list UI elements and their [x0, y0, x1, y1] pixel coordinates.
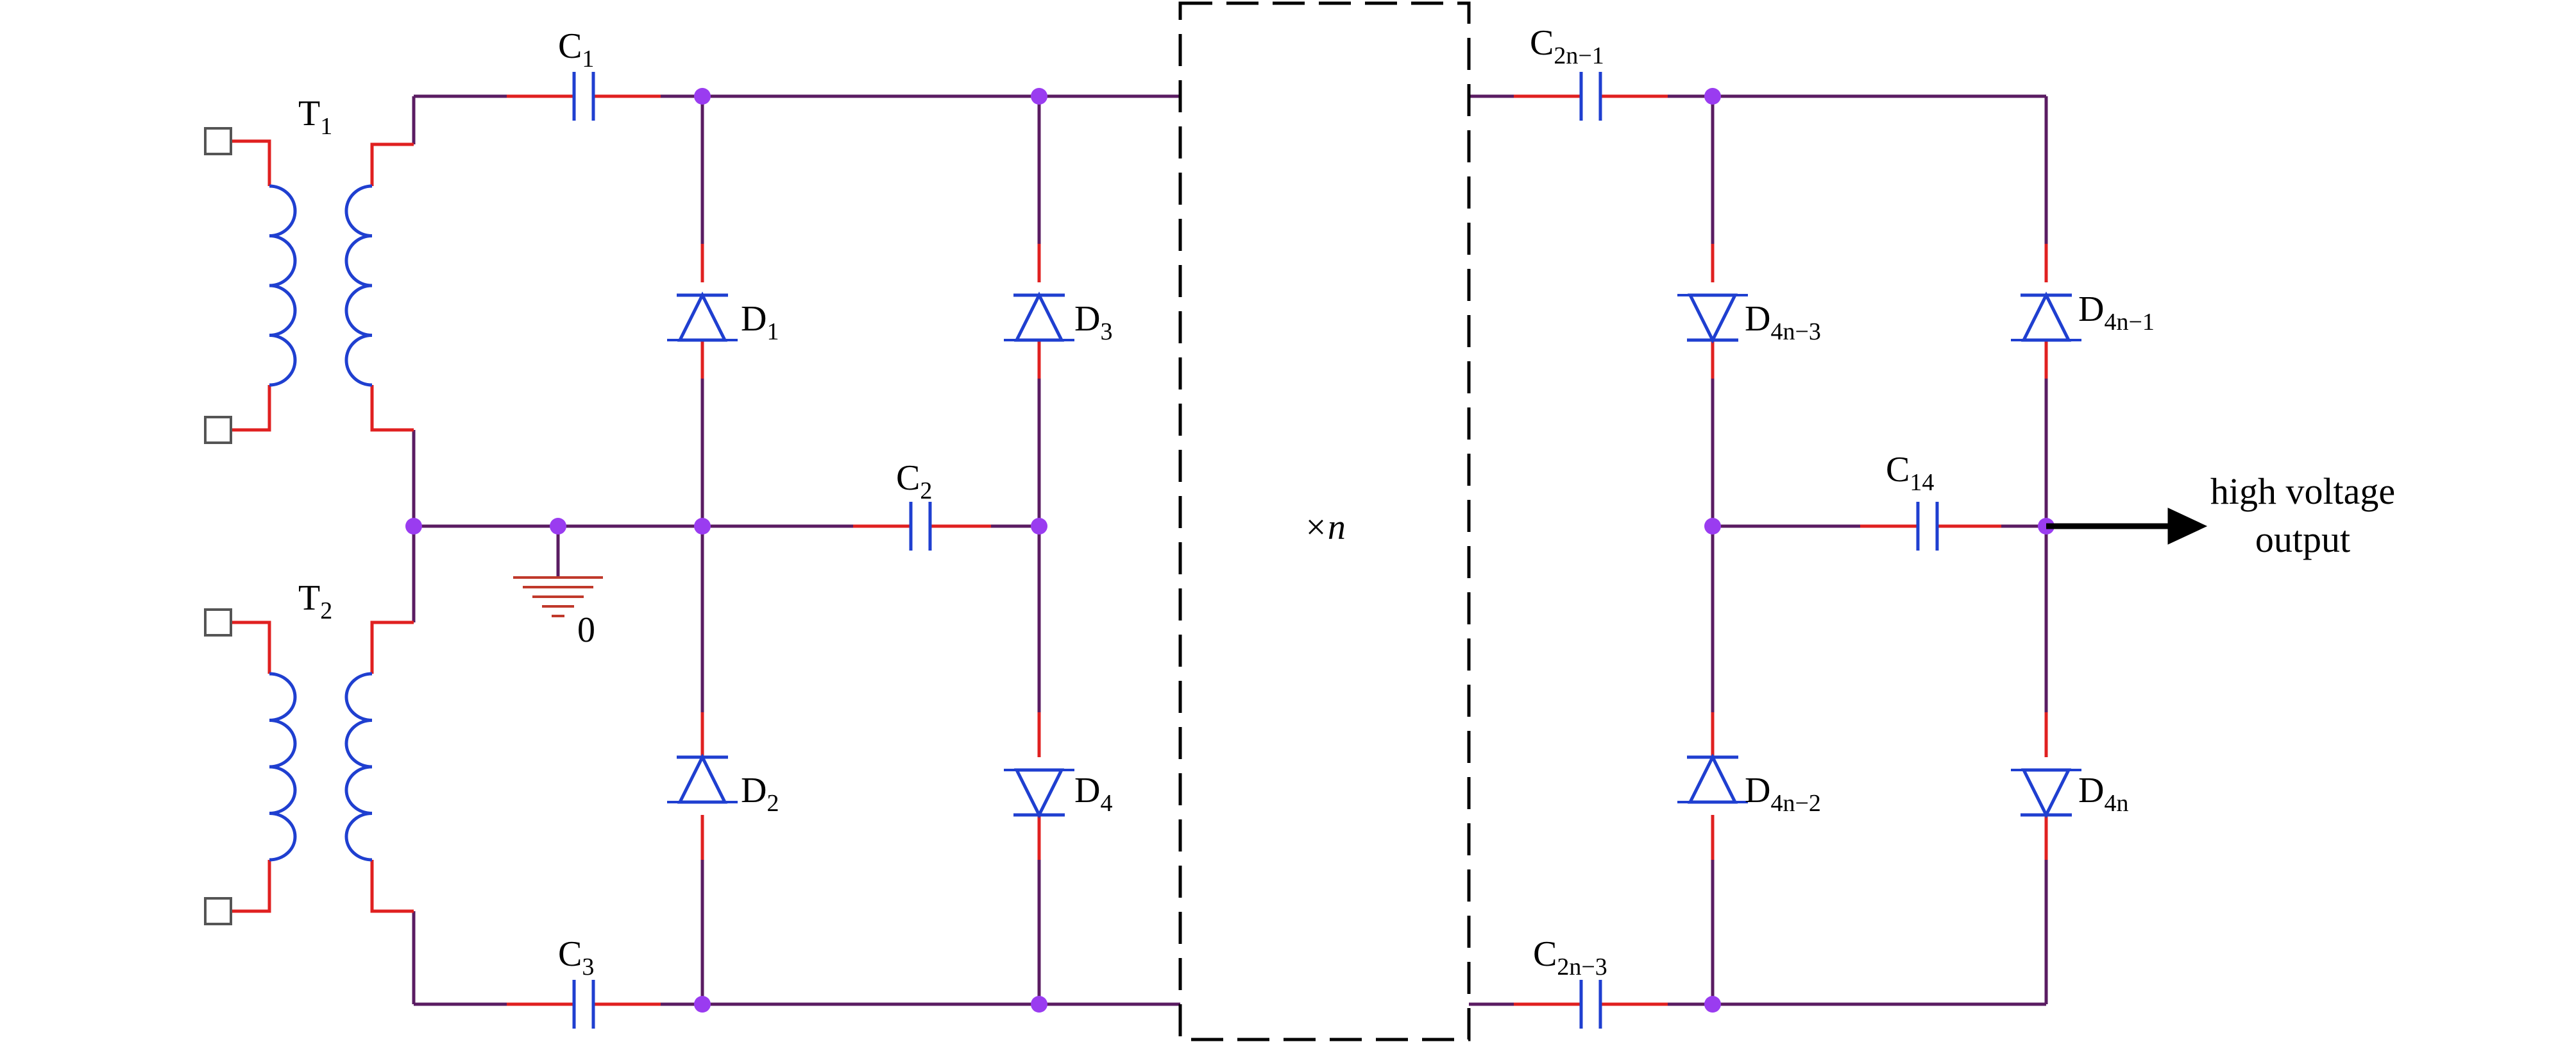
capacitor-icon — [1916, 502, 1939, 551]
junction-node — [1704, 996, 1721, 1013]
lead — [370, 860, 414, 913]
repeat-block-frame — [1178, 1, 1471, 1041]
capacitor-c14-label: C14 — [1886, 450, 1934, 496]
capacitor-icon — [909, 502, 932, 551]
lead — [231, 620, 271, 674]
junction-node — [694, 88, 711, 105]
diode-icon — [667, 753, 738, 804]
diode-icon — [1004, 768, 1074, 819]
diode-d4n-label: D4n — [2078, 771, 2128, 817]
wire-network — [412, 94, 2048, 1006]
component-leads — [231, 94, 2048, 1006]
junction-node — [1031, 88, 1047, 105]
capacitor-c2n-1-label: C2n−1 — [1530, 23, 1604, 69]
junction-node — [694, 996, 711, 1013]
terminal-square-icon — [204, 127, 232, 155]
terminal-square-icon — [204, 897, 232, 925]
lead — [370, 142, 414, 186]
output-label-line2: output — [2255, 518, 2350, 560]
junction-node — [550, 518, 566, 535]
lead — [231, 860, 271, 913]
repeat-block-label: ×n — [1303, 508, 1346, 547]
junction-node — [1704, 518, 1721, 535]
transformer-t2-label: T2 — [298, 578, 332, 624]
diode-d3-label: D3 — [1074, 299, 1112, 345]
transformer-t1-label: T1 — [298, 94, 332, 140]
lead — [231, 385, 271, 432]
junction-node — [1031, 518, 1047, 535]
diode-icon — [1677, 293, 1748, 344]
diode-icon — [2011, 768, 2081, 819]
terminals — [204, 127, 232, 925]
capacitor-icon — [1579, 72, 1602, 121]
ground-label: 0 — [577, 610, 595, 650]
terminal-square-icon — [204, 416, 232, 444]
capacitor-c3-label: C3 — [558, 934, 594, 980]
diode-d2-label: D2 — [741, 771, 779, 817]
transformer-coil-icon — [269, 672, 297, 862]
junction-node — [1031, 996, 1047, 1013]
diode-d4n-3-label: D4n−3 — [1745, 299, 1821, 345]
capacitor-c1-label: C1 — [558, 26, 594, 73]
transformer-coil-icon — [344, 184, 373, 387]
junction-node — [1704, 88, 1721, 105]
diode-icon — [1004, 291, 1074, 342]
diode-d1-label: D1 — [741, 299, 779, 345]
diode-icon — [2011, 291, 2081, 342]
diode-d4n-1-label: D4n−1 — [2078, 289, 2155, 336]
capacitor-icon — [572, 980, 595, 1029]
output-label-line1: high voltage — [2210, 470, 2395, 512]
ground-icon — [513, 576, 603, 617]
lead — [370, 385, 414, 432]
diode-icon — [1677, 753, 1748, 804]
transformer-coil-icon — [344, 672, 373, 862]
capacitor-icon — [1579, 980, 1602, 1029]
components — [269, 72, 2081, 1029]
capacitor-c2-label: C2 — [896, 458, 932, 504]
diode-icon — [667, 291, 738, 342]
diode-d4n-2-label: D4n−2 — [1745, 771, 1821, 817]
output-arrow-icon — [2046, 508, 2208, 545]
terminal-square-icon — [204, 608, 232, 637]
transformer-coil-icon — [269, 184, 297, 387]
capacitor-c2n-3-label: C2n−3 — [1533, 934, 1607, 980]
junction-node — [405, 518, 422, 535]
lead — [231, 139, 271, 186]
junction-node — [694, 518, 711, 535]
labels: T1 T2 C1 C2 C3 C2n−1 C2n−3 C14 D1 D2 D3 … — [298, 23, 2395, 980]
junction-nodes — [405, 88, 2055, 1013]
lead — [370, 620, 414, 674]
capacitor-icon — [572, 72, 595, 121]
diode-d4-label: D4 — [1074, 771, 1112, 817]
